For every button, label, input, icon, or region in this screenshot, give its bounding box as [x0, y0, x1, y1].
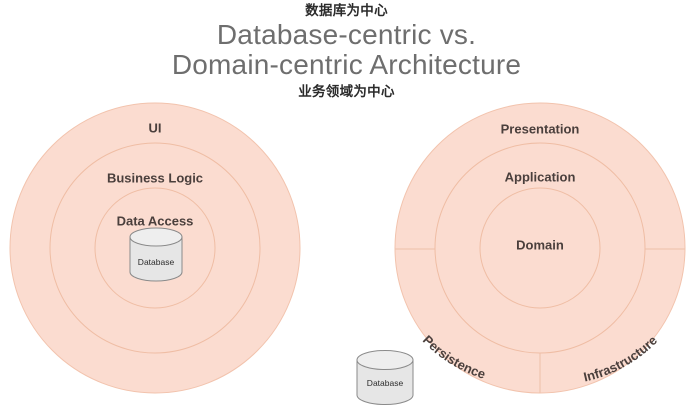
diagram-domain-centric: Persistence Infrastructure	[394, 102, 686, 394]
label-presentation: Presentation	[500, 121, 580, 137]
database-label-standalone: Database	[366, 378, 404, 388]
label-data-access: Data Access	[116, 213, 194, 229]
ring-domain[interactable]	[479, 187, 601, 309]
label-domain: Domain	[516, 237, 564, 253]
database-cylinder-inner[interactable]	[129, 227, 183, 282]
annotation-database-centric: 数据库为中心	[305, 3, 388, 19]
cylinder-body	[129, 236, 183, 282]
label-business-logic: Business Logic	[106, 170, 204, 186]
label-application: Application	[504, 169, 576, 185]
cylinder-body	[356, 359, 414, 405]
label-ui: UI	[148, 120, 162, 136]
cylinder-top	[356, 350, 414, 370]
database-cylinder-standalone[interactable]	[356, 350, 414, 405]
annotation-domain-centric: 业务领域为中心	[298, 84, 395, 100]
title-block: 数据库为中心 Database-centric vs. Domain-centr…	[0, 0, 693, 101]
page-title: Database-centric vs. Domain-centric Arch…	[0, 20, 693, 80]
database-label-inner: Database	[137, 257, 175, 267]
page-title-line-1: Database-centric vs.	[216, 19, 477, 50]
page-title-line-2: Domain-centric Architecture	[171, 49, 522, 80]
cylinder-top	[129, 227, 183, 247]
